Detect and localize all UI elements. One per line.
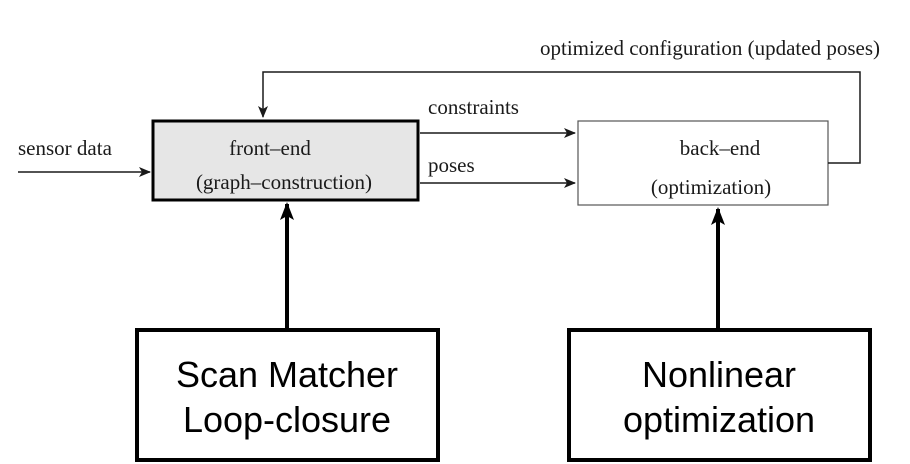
- sensor-data-edge: sensor data: [18, 136, 151, 177]
- poses-edge: poses: [420, 153, 576, 188]
- constraints-label: constraints: [428, 95, 519, 119]
- sensor-data-label: sensor data: [18, 136, 113, 160]
- constraints-edge: constraints: [420, 95, 576, 138]
- front-end-title: front–end: [229, 136, 311, 160]
- feedback-label: optimized configuration (updated poses): [540, 36, 880, 60]
- scan-matcher-node: Scan Matcher Loop-closure: [135, 328, 440, 462]
- poses-label: poses: [428, 153, 475, 177]
- front-end-box: [151, 119, 420, 202]
- nonlinear-subtitle: optimization: [623, 399, 815, 440]
- front-end-node: front–end (graph–construction): [151, 119, 420, 202]
- scan-matcher-title: Scan Matcher: [176, 354, 398, 395]
- nonlinear-box: [567, 328, 872, 462]
- back-end-node: back–end (optimization): [577, 120, 829, 206]
- nonlinear-node: Nonlinear optimization: [567, 328, 872, 462]
- nonlinear-title: Nonlinear: [642, 354, 796, 395]
- back-end-box: [577, 120, 829, 206]
- back-end-subtitle: (optimization): [651, 175, 771, 199]
- scan-matcher-box: [135, 328, 440, 462]
- scan-matcher-subtitle: Loop-closure: [183, 399, 391, 440]
- feedback-edge: optimized configuration (updated poses): [258, 36, 880, 164]
- front-end-subtitle: (graph–construction): [196, 170, 372, 194]
- back-end-title: back–end: [680, 136, 761, 160]
